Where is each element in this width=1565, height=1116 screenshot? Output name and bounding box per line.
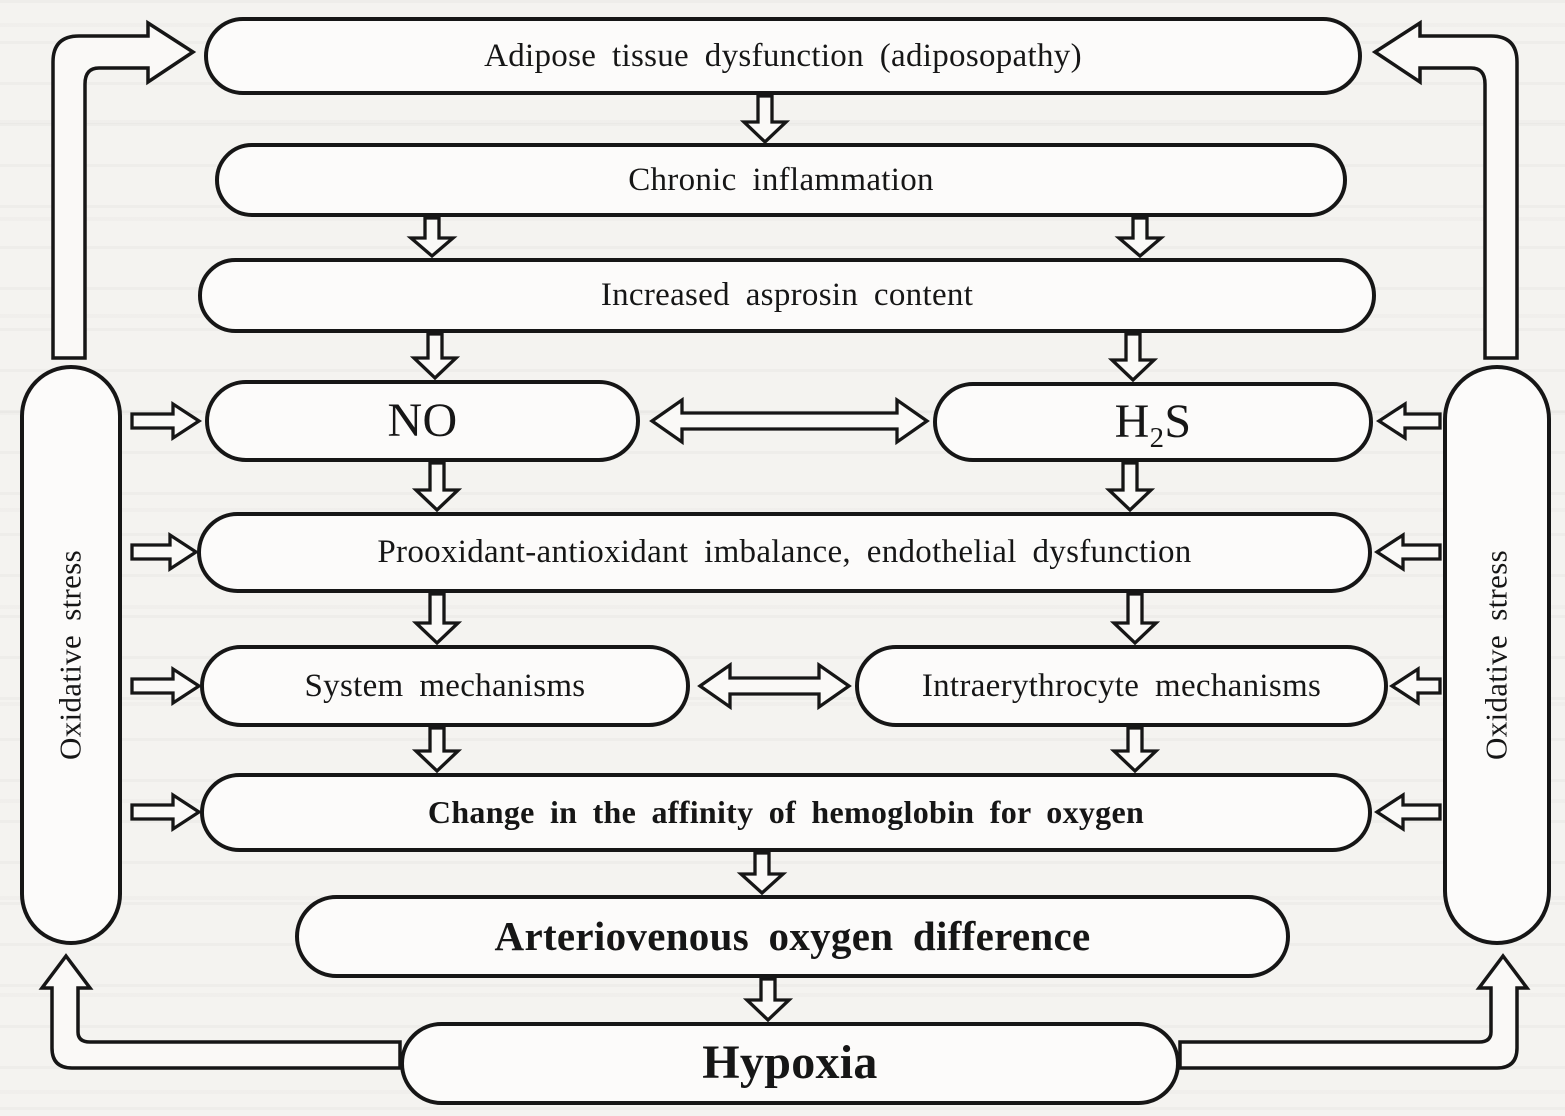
node-adipose-tissue-dysfunction: Adipose tissue dysfunction (adiposopathy… — [204, 17, 1362, 95]
arrow-imbalance-to-intraerythrocyte — [1109, 592, 1161, 646]
node-label: Oxidative stress — [52, 550, 88, 760]
arrow-affinity-to-avdiff — [736, 851, 788, 896]
arrow-oxidative-left-to-no — [130, 400, 203, 442]
arrow-oxidative-right-to-imbalance — [1373, 531, 1442, 573]
node-hydrogen-sulfide: H2S — [933, 382, 1373, 462]
node-label: Chronic inflammation — [628, 161, 934, 198]
node-label: H2S — [1114, 394, 1192, 454]
arrow-adipose-to-inflammation — [739, 94, 791, 145]
node-arteriovenous-oxygen-difference: Arteriovenous oxygen difference — [295, 895, 1290, 978]
node-label: Increased asprosin content — [600, 277, 974, 314]
arrow-oxidative-left-to-affinity — [130, 791, 203, 833]
node-hemoglobin-oxygen-affinity-change: Change in the affinity of hemoglobin for… — [200, 773, 1372, 852]
node-nitric-oxide: NO — [205, 380, 640, 462]
node-oxidative-stress-left: Oxidative stress — [20, 365, 122, 945]
arrow-imbalance-to-system — [411, 592, 463, 646]
node-hypoxia: Hypoxia — [400, 1022, 1180, 1105]
arrow-oxidative-left-to-imbalance — [130, 531, 200, 573]
arrow-system-to-affinity — [411, 726, 463, 774]
arrow-oxidative-right-to-affinity — [1373, 791, 1442, 833]
arrow-inflammation-to-asprosin-right — [1114, 216, 1166, 259]
arrow-oxidative-left-to-system — [130, 665, 203, 707]
arrow-hypoxia-to-oxidative-right — [1178, 953, 1531, 1070]
arrow-no-h2s-bidirectional — [649, 396, 930, 446]
node-label: Oxidative stress — [1478, 550, 1514, 760]
arrow-avdiff-to-hypoxia — [742, 977, 794, 1023]
node-label: Prooxidant-antioxidant imbalance, endoth… — [377, 534, 1192, 571]
node-intraerythrocyte-mechanisms: Intraerythrocyte mechanisms — [855, 645, 1388, 727]
arrow-h2s-to-imbalance — [1104, 461, 1156, 513]
arrow-oxidative-right-to-h2s — [1375, 400, 1442, 442]
arrow-no-to-imbalance — [411, 461, 463, 513]
arrow-oxidative-right-to-adipose — [1371, 19, 1519, 360]
node-chronic-inflammation: Chronic inflammation — [215, 143, 1347, 217]
arrow-inflammation-to-asprosin-left — [406, 216, 458, 259]
arrow-oxidative-right-to-intraerythrocyte — [1388, 665, 1442, 707]
arrow-intraerythrocyte-to-affinity — [1109, 726, 1161, 774]
arrow-asprosin-to-h2s — [1107, 332, 1159, 383]
subscript: 2 — [1149, 421, 1165, 454]
node-oxidative-stress-right: Oxidative stress — [1443, 365, 1551, 945]
node-prooxidant-antioxidant-imbalance: Prooxidant-antioxidant imbalance, endoth… — [197, 512, 1372, 593]
node-label: NO — [387, 393, 458, 447]
node-label: Adipose tissue dysfunction (adiposopathy… — [484, 37, 1082, 74]
node-label: Intraerythrocyte mechanisms — [921, 667, 1322, 704]
arrow-system-intra-bidirectional — [697, 661, 852, 711]
node-system-mechanisms: System mechanisms — [200, 645, 690, 727]
node-label: Hypoxia — [702, 1036, 878, 1090]
node-increased-asprosin-content: Increased asprosin content — [198, 258, 1376, 333]
node-label: Arteriovenous oxygen difference — [494, 912, 1091, 959]
arrow-oxidative-left-to-adipose — [51, 19, 197, 360]
node-label: System mechanisms — [304, 667, 586, 704]
arrow-asprosin-to-no — [409, 332, 461, 381]
node-label: Change in the affinity of hemoglobin for… — [427, 793, 1145, 830]
